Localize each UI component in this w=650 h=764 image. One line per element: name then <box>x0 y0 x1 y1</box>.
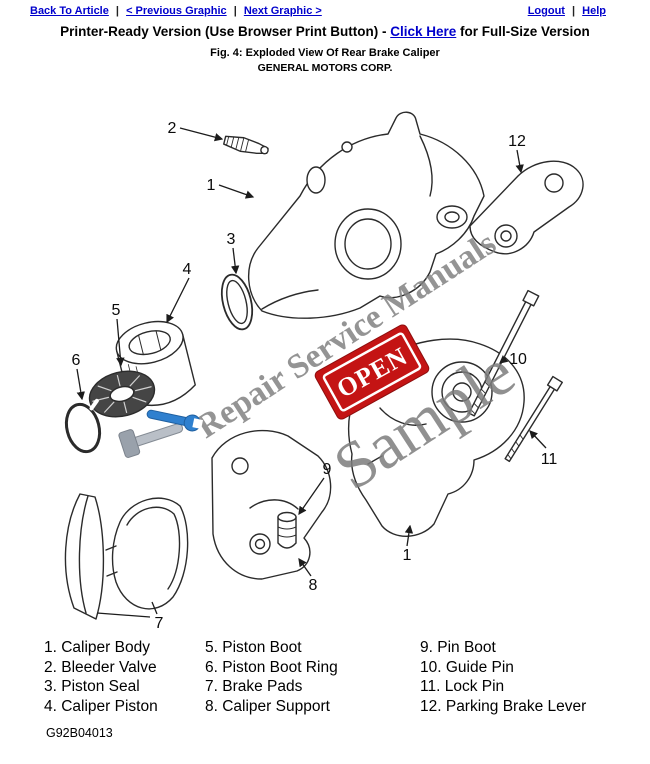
callout-7: 7 <box>155 615 164 632</box>
callout-6: 6 <box>72 352 81 369</box>
separator: | <box>572 5 576 17</box>
title-suffix: for Full-Size Version <box>456 24 590 39</box>
parking-brake-lever-part <box>469 160 584 255</box>
callout-11: 11 <box>541 451 558 468</box>
callout-3: 3 <box>227 231 236 248</box>
top-navigation: Back To Article | < Previous Graphic | N… <box>0 0 650 17</box>
legend-item: 5. Piston Boot <box>205 639 302 656</box>
page-title: Printer-Ready Version (Use Browser Print… <box>0 24 650 39</box>
title-prefix: Printer-Ready Version (Use Browser Print… <box>60 24 391 39</box>
callout-10: 10 <box>509 351 527 368</box>
callout-1a: 1 <box>207 177 216 194</box>
callout-4: 4 <box>183 261 192 278</box>
bleeder-valve-part <box>223 135 269 155</box>
legend-item: 3. Piston Seal <box>44 678 140 695</box>
legend-item: 12. Parking Brake Lever <box>420 697 587 715</box>
legend: 1. Caliper Body 2. Bleeder Valve 3. Pist… <box>0 638 650 716</box>
callout-1b: 1 <box>403 547 412 564</box>
previous-graphic-link[interactable]: < Previous Graphic <box>126 5 227 17</box>
pin-boot-part <box>277 511 297 549</box>
separator: | <box>115 5 119 17</box>
caliper-support-part <box>211 429 332 580</box>
callout-12: 12 <box>508 133 526 150</box>
lock-pin-part <box>504 375 563 463</box>
legend-column-1: 1. Caliper Body 2. Bleeder Valve 3. Pist… <box>44 638 205 716</box>
legend-item: 10. Guide Pin <box>420 658 514 676</box>
piston-seal-part <box>220 273 254 331</box>
company-name: GENERAL MOTORS CORP. <box>257 62 393 74</box>
legend-item: 4. Caliper Piston <box>44 697 158 715</box>
callout-9: 9 <box>323 461 332 478</box>
callout-8: 8 <box>309 577 318 594</box>
logout-link[interactable]: Logout <box>527 5 565 17</box>
legend-item: 1. Caliper Body <box>44 639 150 656</box>
brake-caliper-diagram: Repair Service Manuals Sample OPEN <box>64 111 584 632</box>
legend-item: 8. Caliper Support <box>205 697 330 715</box>
legend-column-2: 5. Piston Boot 6. Piston Boot Ring 7. Br… <box>205 638 420 716</box>
callout-5: 5 <box>112 302 121 319</box>
tools-icon <box>118 409 204 458</box>
nav-left: Back To Article | < Previous Graphic | N… <box>30 5 322 17</box>
legend-item: 9. Pin Boot <box>420 639 496 656</box>
legend-item: 2. Bleeder Valve <box>44 658 157 676</box>
separator: | <box>233 5 237 17</box>
full-size-version-link[interactable]: Click Here <box>390 24 457 39</box>
piston-boot-part <box>88 370 156 418</box>
wrench-icon <box>146 409 204 432</box>
nav-right: Logout | Help <box>528 5 606 17</box>
diagram-container: Repair Service Manuals Sample OPEN <box>0 76 650 636</box>
legend-column-3: 9. Pin Boot 10. Guide Pin 11. Lock Pin 1… <box>420 638 650 716</box>
piston-boot-ring-part <box>64 398 102 454</box>
figure-code: G92B04013 <box>46 726 113 740</box>
figure-caption: Fig. 4: Exploded View Of Rear Brake Cali… <box>210 47 440 59</box>
back-to-article-link[interactable]: Back To Article <box>30 5 109 17</box>
legend-item: 6. Piston Boot Ring <box>205 658 338 676</box>
help-link[interactable]: Help <box>582 5 606 17</box>
callout-2: 2 <box>168 120 177 137</box>
callouts: 2 1 12 3 4 5 6 10 11 9 8 1 7 <box>72 120 558 632</box>
legend-item: 7. Brake Pads <box>205 678 303 695</box>
next-graphic-link[interactable]: Next Graphic > <box>243 5 322 17</box>
leader-lines <box>76 127 547 618</box>
brake-pads-part <box>64 493 189 620</box>
caliper-body-part <box>247 111 485 319</box>
legend-item: 11. Lock Pin <box>420 678 505 695</box>
